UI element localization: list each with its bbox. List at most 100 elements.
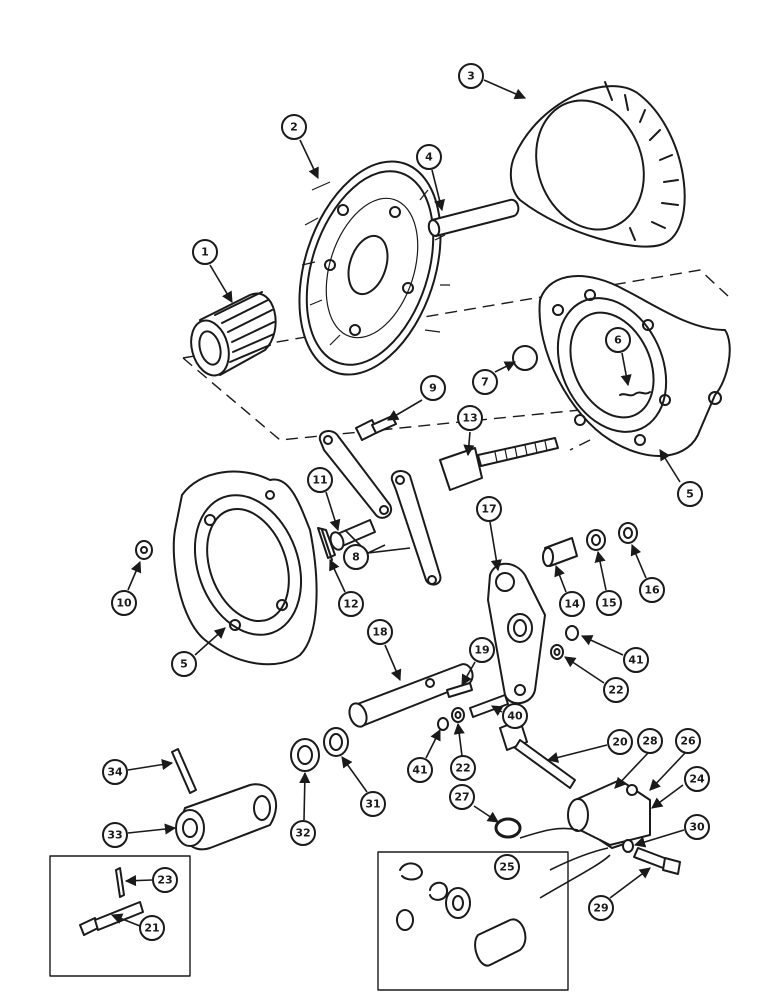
part-brake-disc xyxy=(298,160,450,376)
svg-text:41: 41 xyxy=(628,654,643,667)
callout-5-right: 5 xyxy=(677,481,703,507)
part-yoke xyxy=(175,783,277,851)
part-bleed-bolt xyxy=(633,847,681,875)
part-washer-upper xyxy=(550,644,564,660)
svg-text:27: 27 xyxy=(454,791,469,804)
callout-9: 9 xyxy=(420,375,446,401)
callout-20: 20 xyxy=(607,729,633,755)
svg-text:25: 25 xyxy=(499,861,514,874)
callouts: 1 2 3 4 6 7 9 13 5 11 8 12 10 xyxy=(102,63,710,941)
part-spring-washer-upper xyxy=(565,625,579,641)
callout-41-upper: 41 xyxy=(623,647,649,673)
svg-text:22: 22 xyxy=(455,762,470,775)
part-spring-washer-lower xyxy=(437,717,449,731)
callout-29: 29 xyxy=(588,895,614,921)
callout-31: 31 xyxy=(360,791,386,817)
svg-text:12: 12 xyxy=(343,598,358,611)
part-key xyxy=(171,748,197,794)
svg-text:18: 18 xyxy=(372,626,387,639)
svg-text:6: 6 xyxy=(614,334,622,347)
part-copper-washer xyxy=(622,839,634,853)
callout-17: 17 xyxy=(476,496,502,522)
callout-13: 13 xyxy=(457,405,483,431)
svg-text:20: 20 xyxy=(612,736,628,749)
part-pin xyxy=(427,198,520,237)
svg-text:34: 34 xyxy=(107,766,123,779)
part-splined-hub xyxy=(190,291,277,377)
svg-text:17: 17 xyxy=(481,503,496,516)
callout-6: 6 xyxy=(605,327,631,353)
part-thrust-washer xyxy=(290,738,320,772)
callout-28: 28 xyxy=(637,728,663,754)
part-nut xyxy=(135,540,153,560)
callout-3: 3 xyxy=(458,63,484,89)
callout-34: 34 xyxy=(102,759,128,785)
svg-text:13: 13 xyxy=(462,412,477,425)
callout-19: 19 xyxy=(469,637,495,663)
callout-23: 23 xyxy=(152,867,178,893)
svg-text:16: 16 xyxy=(644,584,660,597)
callout-15: 15 xyxy=(596,590,622,616)
callout-21: 21 xyxy=(139,915,165,941)
callout-4: 4 xyxy=(416,144,442,170)
svg-text:30: 30 xyxy=(689,821,705,834)
svg-text:7: 7 xyxy=(481,376,489,389)
svg-text:5: 5 xyxy=(686,488,694,501)
part-friction-plate xyxy=(509,81,686,248)
part-pin-40 xyxy=(469,694,509,718)
part-slave-cylinder xyxy=(567,779,651,849)
callout-22-lower: 22 xyxy=(450,755,476,781)
part-brake-housing-left xyxy=(172,470,318,666)
svg-text:10: 10 xyxy=(116,597,132,610)
callout-8: 8 xyxy=(343,544,369,570)
callout-33: 33 xyxy=(102,822,128,848)
callout-16: 16 xyxy=(639,577,665,603)
part-pivot-pin xyxy=(542,537,578,567)
part-seal xyxy=(323,727,349,757)
svg-text:14: 14 xyxy=(564,598,580,611)
callout-11: 11 xyxy=(307,467,333,493)
callout-7: 7 xyxy=(472,369,498,395)
callout-18: 18 xyxy=(367,619,393,645)
callout-26: 26 xyxy=(675,728,701,754)
svg-text:24: 24 xyxy=(689,773,705,786)
part-ball xyxy=(512,345,538,371)
svg-text:9: 9 xyxy=(429,382,437,395)
callout-10: 10 xyxy=(111,590,137,616)
svg-text:5: 5 xyxy=(180,658,188,671)
callout-22-upper: 22 xyxy=(603,677,629,703)
part-links xyxy=(318,430,442,586)
svg-text:41: 41 xyxy=(412,764,427,777)
part-pushrod xyxy=(499,719,576,789)
part-clevis-rod xyxy=(439,437,559,491)
callout-32: 32 xyxy=(290,820,316,846)
callout-1: 1 xyxy=(192,239,218,265)
svg-text:4: 4 xyxy=(425,151,433,164)
part-brake-housing-right xyxy=(538,275,731,457)
svg-text:29: 29 xyxy=(593,902,608,915)
part-washer-lower xyxy=(451,707,465,723)
svg-text:23: 23 xyxy=(157,874,172,887)
part-bushing xyxy=(586,529,606,551)
part-retaining-clip xyxy=(317,527,336,561)
svg-text:2: 2 xyxy=(290,121,298,134)
svg-text:32: 32 xyxy=(295,827,310,840)
part-o-ring xyxy=(494,817,522,839)
callout-40: 40 xyxy=(502,703,528,729)
svg-text:3: 3 xyxy=(467,70,475,83)
svg-text:19: 19 xyxy=(474,644,489,657)
svg-text:26: 26 xyxy=(680,735,696,748)
svg-text:28: 28 xyxy=(642,735,657,748)
callout-2: 2 xyxy=(281,114,307,140)
part-locknut xyxy=(618,522,638,544)
callout-24: 24 xyxy=(684,766,710,792)
svg-text:22: 22 xyxy=(608,684,623,697)
callout-5-left: 5 xyxy=(171,651,197,677)
svg-text:40: 40 xyxy=(507,710,523,723)
callout-25: 25 xyxy=(494,854,520,880)
part-clevis-pin xyxy=(329,519,376,551)
part-brake-lever xyxy=(487,562,546,705)
svg-text:15: 15 xyxy=(601,597,616,610)
callout-41-lower: 41 xyxy=(407,757,433,783)
